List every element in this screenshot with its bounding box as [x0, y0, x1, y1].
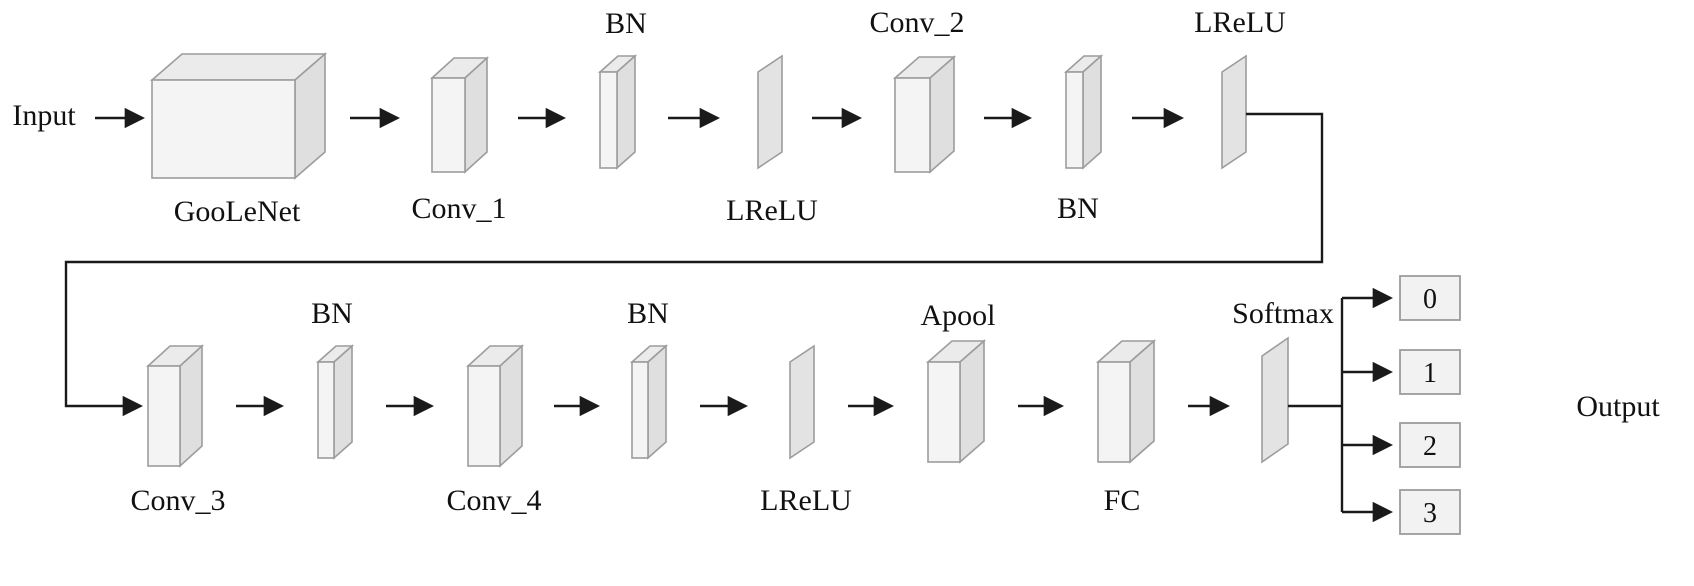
fc-block-front: [1097, 361, 1131, 463]
output-class-1: 1: [1399, 349, 1461, 395]
output-box: [1399, 489, 1461, 535]
softmax-plate-face: [1261, 336, 1289, 464]
conv2-block-front: [894, 77, 931, 173]
conv2-block: Conv_2: [869, 6, 965, 174]
conv2-label: Conv_2: [869, 6, 964, 39]
lrelu3-label: LReLU: [760, 484, 852, 517]
lrelu1-plate: LReLU: [726, 54, 818, 227]
output-class-1-label: 1: [1423, 358, 1437, 389]
conv4-block: Conv_4: [446, 344, 542, 517]
conv4-label: Conv_4: [446, 484, 541, 517]
bn1-block-front: [599, 71, 618, 169]
fc-label: FC: [1104, 484, 1141, 517]
lrelu2-plate-face: [1221, 54, 1247, 170]
output-class-0-label: 0: [1423, 284, 1437, 315]
fc-block-side: [1129, 339, 1155, 464]
output-fanout: [1288, 287, 1394, 523]
bn2-block-side: [1082, 54, 1102, 170]
output-class-0: 0: [1399, 275, 1461, 321]
lrelu1-label: LReLU: [726, 194, 818, 227]
conv4-block-front: [467, 365, 501, 467]
output-box: [1399, 349, 1461, 395]
row-wrap-connector-arrow-icon: [64, 112, 1324, 417]
bn1-label: BN: [605, 7, 647, 40]
conv1-block: Conv_1: [411, 56, 507, 225]
bn2-block-front: [1065, 71, 1084, 169]
bn4-label: BN: [627, 297, 669, 330]
bn3-label: BN: [311, 297, 353, 330]
googlenet-block-front: [151, 79, 296, 179]
output-class-2-label: 2: [1423, 431, 1437, 462]
apool-block: Apool: [921, 299, 996, 464]
conv1-label: Conv_1: [411, 192, 506, 225]
input-label: Input: [12, 99, 76, 132]
conv4-block-side: [499, 344, 523, 468]
softmax-plate: Softmax: [1232, 297, 1334, 464]
output-box: [1399, 275, 1461, 321]
lrelu3-plate-face: [789, 344, 815, 460]
bn3-block: BN: [311, 297, 355, 460]
bn2-label: BN: [1057, 192, 1099, 225]
lrelu2-label: LReLU: [1194, 6, 1286, 39]
bn4-block: BN: [627, 297, 669, 460]
apool-block-front: [927, 361, 961, 463]
lrelu2-plate: LReLU: [1194, 6, 1286, 170]
conv3-block-front: [147, 365, 181, 467]
output-box: [1399, 422, 1461, 468]
bn2-block: BN: [1057, 54, 1104, 225]
apool-block-side: [959, 339, 985, 464]
apool-label: Apool: [921, 299, 996, 332]
conv2-block-side: [929, 55, 955, 174]
softmax-label: Softmax: [1232, 297, 1334, 330]
output-label: Output: [1576, 390, 1660, 423]
bn4-block-front: [631, 361, 649, 459]
output-class-2: 2: [1399, 422, 1461, 468]
lrelu3-plate: LReLU: [760, 344, 852, 517]
conv3-block: Conv_3: [130, 344, 226, 517]
output-class-3: 3: [1399, 489, 1461, 535]
bn3-block-side: [333, 344, 353, 460]
conv3-label: Conv_3: [130, 484, 225, 517]
bn3-block-front: [317, 361, 335, 459]
googlenet-block: GooLeNet: [149, 52, 328, 228]
lrelu1-plate-face: [757, 54, 783, 170]
conv1-block-side: [464, 56, 488, 174]
bn4-block-side: [647, 344, 667, 460]
conv3-block-side: [179, 344, 203, 468]
bn1-block-side: [616, 54, 636, 170]
googlenet-label: GooLeNet: [174, 195, 301, 228]
fc-block: FC: [1095, 339, 1157, 517]
conv1-block-front: [431, 77, 466, 173]
output-class-3-label: 3: [1423, 498, 1437, 529]
bn1-block: BN: [597, 7, 647, 170]
